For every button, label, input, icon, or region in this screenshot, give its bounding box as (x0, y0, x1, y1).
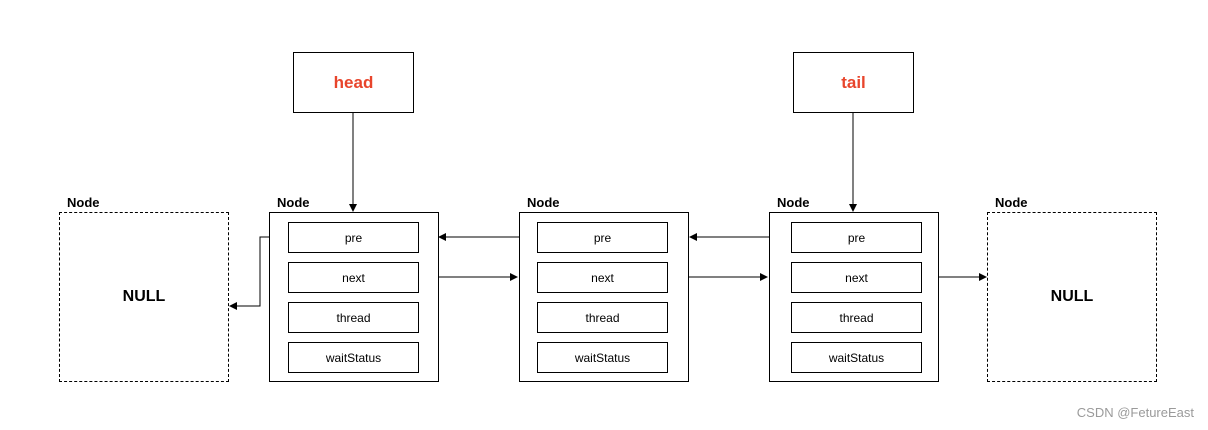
next-field: next (537, 262, 668, 293)
null-value: NULL (122, 288, 166, 305)
thread-field: thread (288, 302, 419, 333)
watermark: CSDN @FetureEast (1076, 405, 1194, 420)
null-node-right: NULL (987, 212, 1157, 382)
head-label: head (333, 72, 374, 92)
head-pointer-box: head (293, 52, 414, 113)
thread-field: thread (791, 302, 922, 333)
null-value: NULL (1050, 288, 1094, 305)
pre-field: pre (537, 222, 668, 253)
thread-field: thread (537, 302, 668, 333)
waitstatus-field: waitStatus (288, 342, 419, 373)
waitstatus-field: waitStatus (791, 342, 922, 373)
pre-field: pre (791, 222, 922, 253)
node-title: Node (67, 195, 100, 210)
next-field: next (791, 262, 922, 293)
node-title: Node (995, 195, 1028, 210)
tail-label: tail (841, 72, 866, 92)
tail-pointer-box: tail (793, 52, 914, 113)
waitstatus-field: waitStatus (537, 342, 668, 373)
node-title: Node (277, 195, 310, 210)
node-title: Node (777, 195, 810, 210)
next-field: next (288, 262, 419, 293)
null-node-left: NULL (59, 212, 229, 382)
node-title: Node (527, 195, 560, 210)
pre-field: pre (288, 222, 419, 253)
